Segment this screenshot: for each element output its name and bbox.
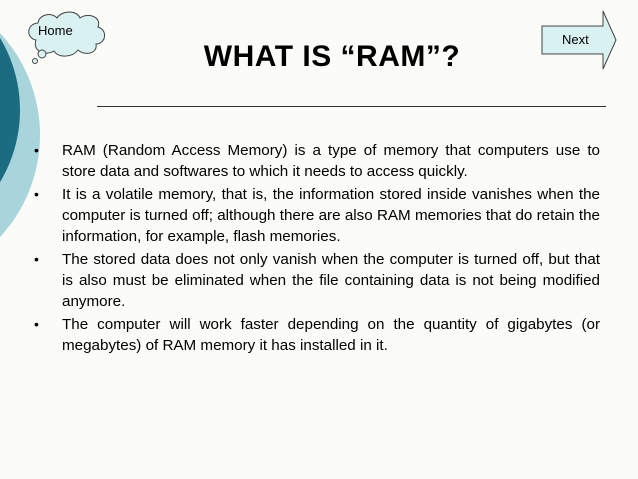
- bullet-text: The stored data does not only vanish whe…: [62, 251, 600, 310]
- next-button[interactable]: Next: [541, 10, 617, 70]
- bullet-text: RAM (Random Access Memory) is a type of …: [62, 142, 600, 180]
- bullet-text: It is a volatile memory, that is, the in…: [62, 186, 600, 245]
- right-arrow-icon: [541, 10, 617, 70]
- home-button[interactable]: Home: [22, 10, 108, 66]
- bullet-marker: •: [34, 142, 39, 158]
- cloud-icon: [28, 11, 105, 64]
- title-divider: [97, 106, 606, 107]
- list-item: • RAM (Random Access Memory) is a type o…: [30, 140, 600, 182]
- decorative-circles: [0, 33, 40, 237]
- bullet-list: • RAM (Random Access Memory) is a type o…: [30, 140, 600, 358]
- list-item: • The computer will work faster dependin…: [30, 314, 600, 356]
- inner-dark-circle: [0, 37, 20, 183]
- home-label: Home: [38, 23, 73, 38]
- bullet-marker: •: [34, 186, 39, 202]
- bullet-marker: •: [34, 251, 39, 267]
- list-item: • It is a volatile memory, that is, the …: [30, 184, 600, 247]
- bullet-text: The computer will work faster depending …: [62, 316, 600, 354]
- bullet-marker: •: [34, 316, 39, 332]
- list-item: • The stored data does not only vanish w…: [30, 249, 600, 312]
- slide-title: WHAT IS “RAM”?: [203, 40, 461, 73]
- next-label: Next: [562, 32, 589, 47]
